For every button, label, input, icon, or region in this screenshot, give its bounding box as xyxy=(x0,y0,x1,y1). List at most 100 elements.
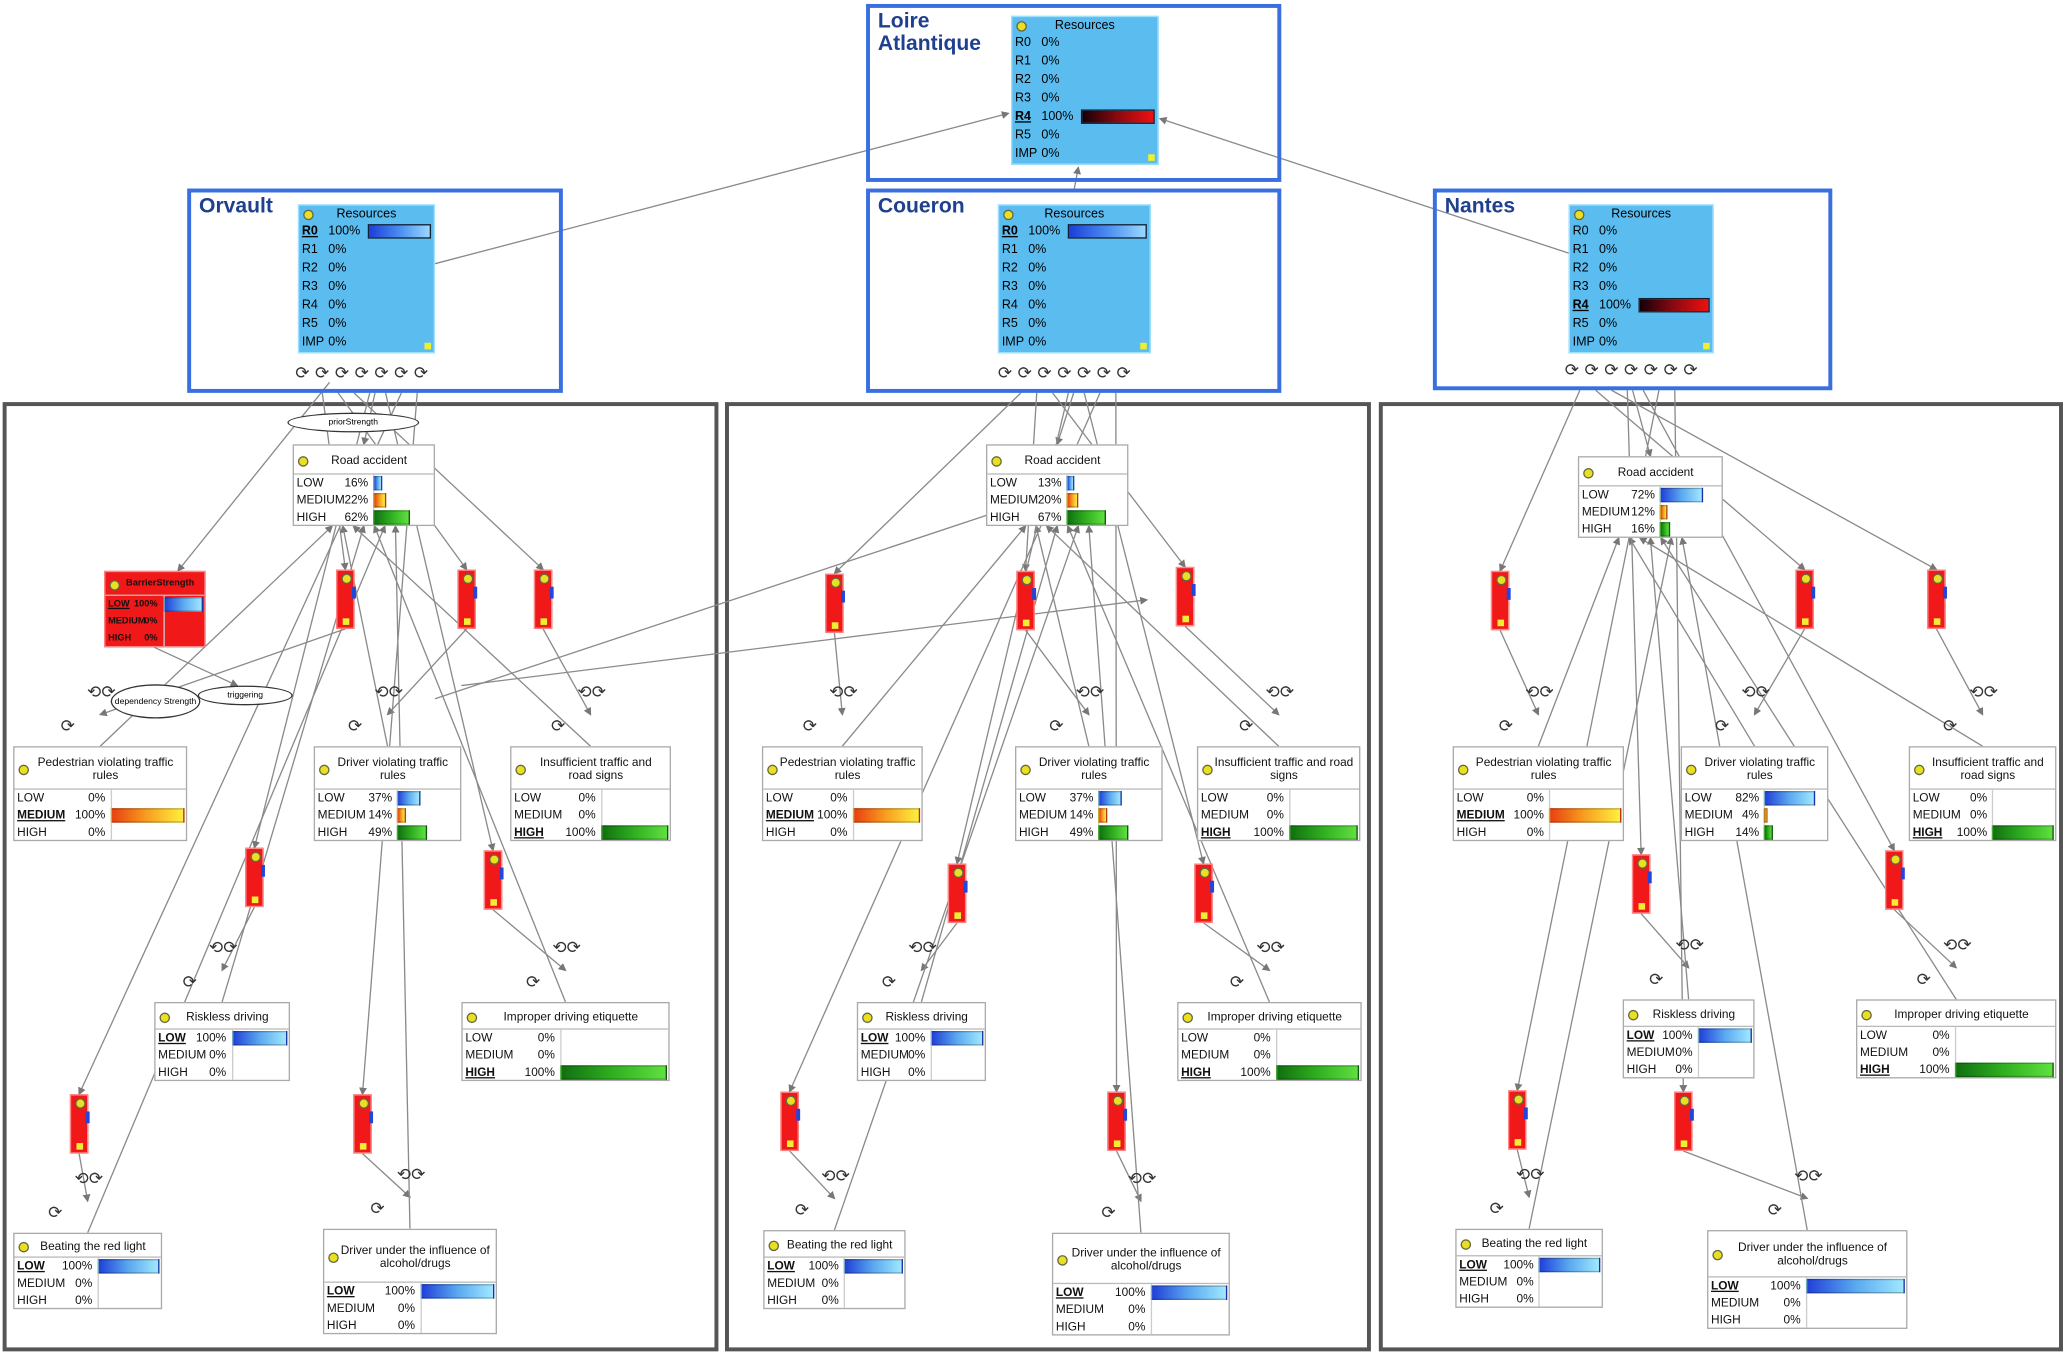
barrier-node-riskless[interactable] xyxy=(947,863,968,923)
barrier-node-etiquette[interactable] xyxy=(1194,863,1215,923)
barrier-node-alcohol[interactable] xyxy=(1674,1091,1694,1151)
barrier-node-riskless[interactable] xyxy=(245,847,265,908)
region-coueron[interactable]: Coueron xyxy=(866,188,1282,393)
barrier-node-signs[interactable] xyxy=(1175,566,1196,627)
region-loire[interactable]: Loire Atlantique xyxy=(866,3,1282,182)
barrier-node-etiquette[interactable] xyxy=(483,850,504,910)
barrier-node-ped[interactable] xyxy=(336,569,356,629)
resize-handle[interactable] xyxy=(1703,342,1710,350)
resize-handle[interactable] xyxy=(1140,342,1147,350)
parameter-ellipse[interactable]: priorStrength xyxy=(287,412,420,433)
resize-handle[interactable] xyxy=(1148,154,1155,161)
barrier-node-etiquette[interactable] xyxy=(1885,850,1905,910)
barrier-node-riskless[interactable] xyxy=(1631,854,1652,914)
node-alcohol[interactable]: Driver under the influence of alcohol/dr… xyxy=(1051,1232,1230,1336)
barrier-node-alcohol[interactable] xyxy=(353,1094,374,1154)
barrier-node-redlight[interactable] xyxy=(69,1094,90,1154)
